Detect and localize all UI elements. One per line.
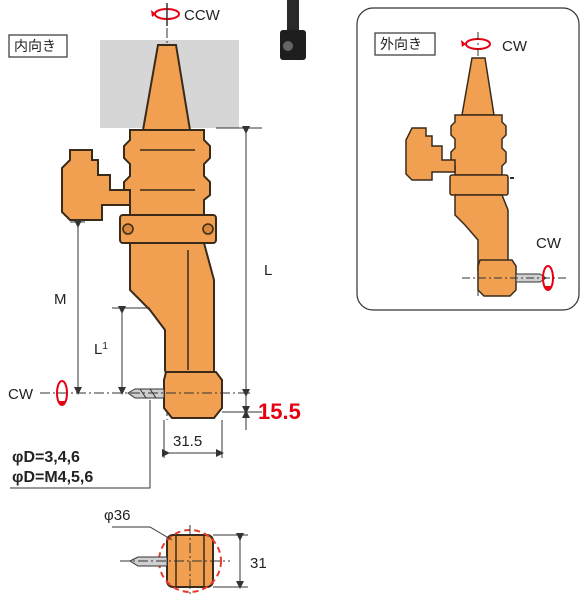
body-details — [122, 149, 214, 370]
dimension-L — [216, 126, 262, 414]
angle-head-body — [61, 44, 223, 419]
dim-offset-label: 15.5 — [258, 399, 301, 424]
tool-photo — [280, 0, 306, 60]
dim-height-label: 31 — [250, 555, 267, 572]
dimension-offset — [240, 384, 250, 430]
bottom-view — [112, 525, 248, 597]
outward-panel: 外向き — [356, 7, 580, 311]
cw-outward-side-label: CW — [536, 235, 562, 252]
dimension-width — [162, 420, 224, 458]
spec-leader — [10, 400, 151, 489]
dim-width-label: 31.5 — [173, 433, 202, 450]
spec-line-1: φD=3,4,6 — [12, 449, 80, 466]
dim-diameter-label: φ36 — [104, 507, 130, 524]
dim-M-label: M — [54, 291, 67, 308]
spec-line-2: φD=M4,5,6 — [12, 469, 93, 486]
dimension-M — [70, 220, 85, 395]
cw-rotation-icon — [56, 380, 68, 406]
ccw-rotation-icon — [151, 3, 180, 26]
cw-left-label: CW — [8, 386, 34, 403]
dim-L-label: L — [264, 262, 272, 279]
dimension-L1 — [112, 306, 150, 395]
outward-label: 外向き — [380, 36, 422, 52]
ccw-label: CCW — [184, 7, 221, 24]
cw-outward-top-label: CW — [502, 38, 528, 55]
drill-bit — [127, 388, 165, 399]
inward-label-box: 内向き — [8, 34, 68, 58]
dim-L1-label: L1 — [94, 341, 108, 358]
inward-label: 内向き — [14, 38, 56, 54]
